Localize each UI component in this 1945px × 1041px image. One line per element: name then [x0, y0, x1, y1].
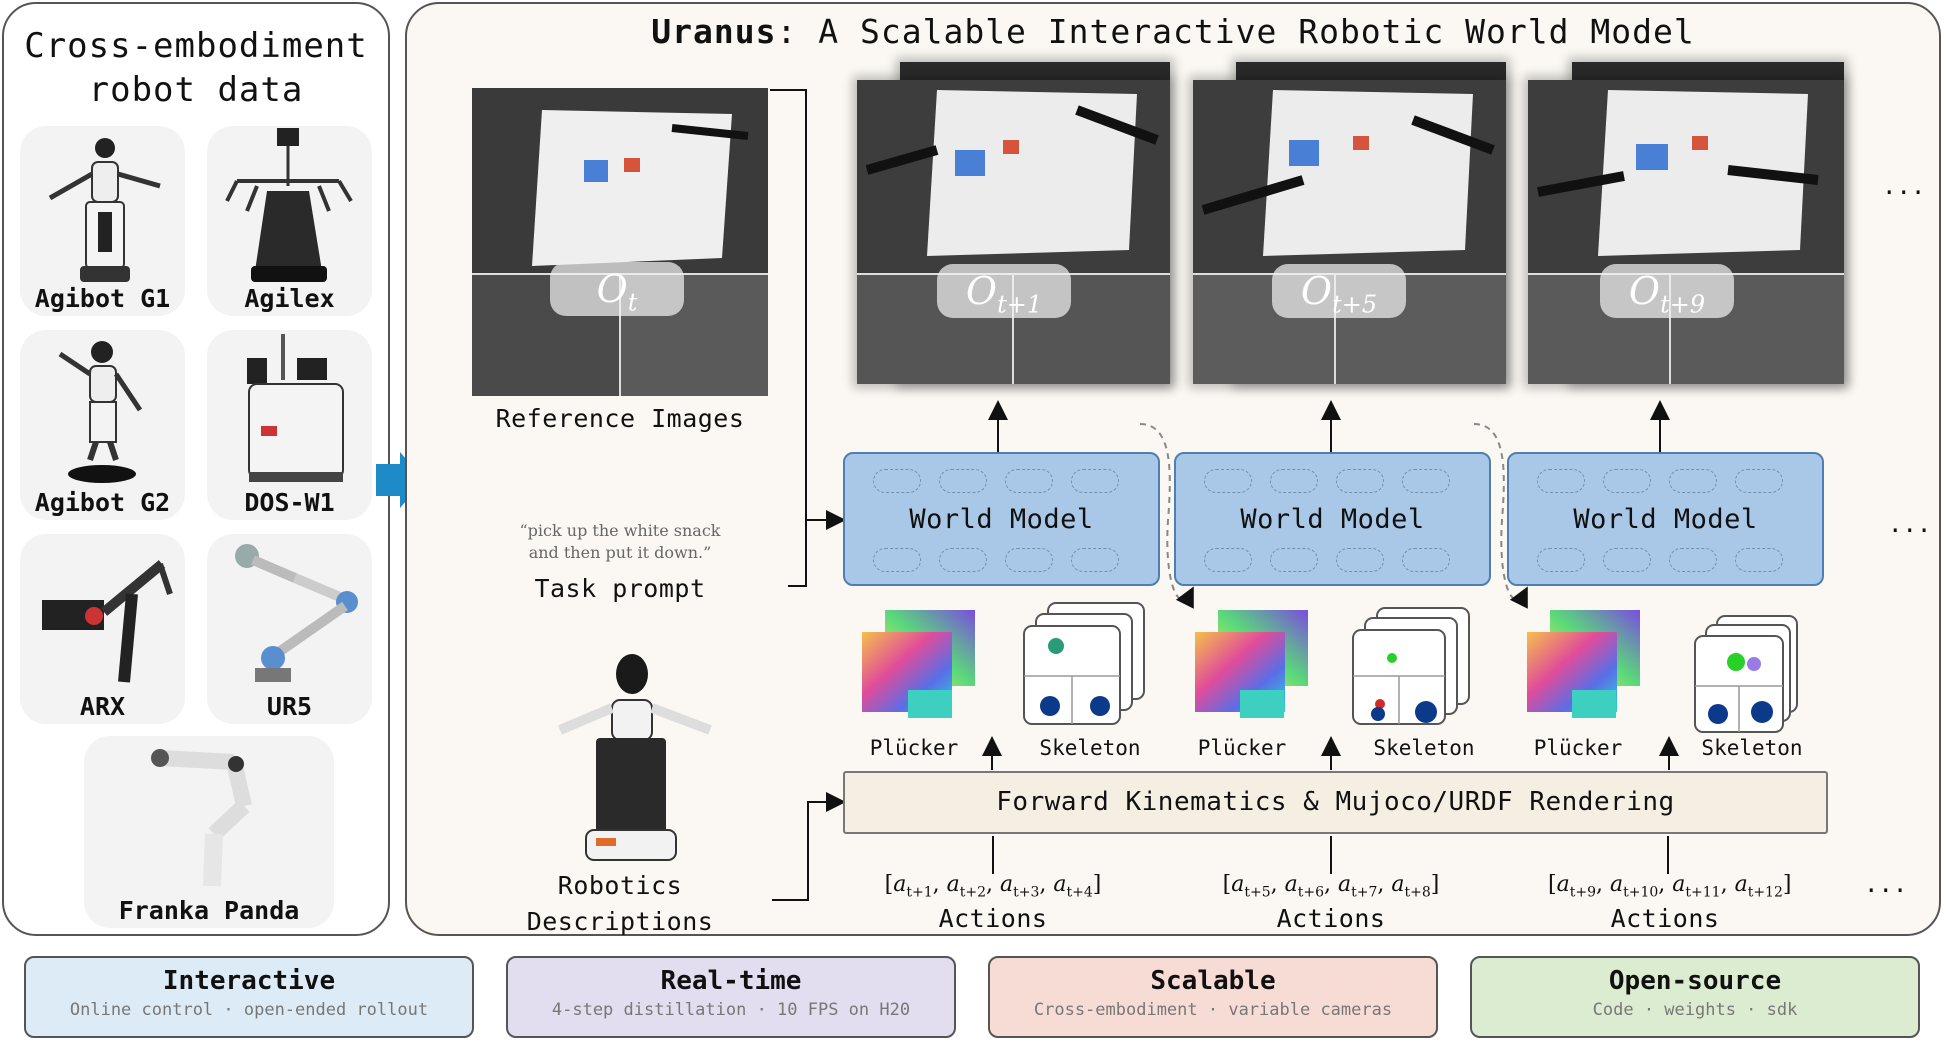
- plucker-label: Plücker: [1533, 736, 1623, 760]
- robot-description-image: [558, 654, 712, 861]
- predicted-frame-9: [1528, 80, 1844, 384]
- plucker-thumbnail-1: [862, 610, 975, 718]
- reference-image: [472, 88, 768, 396]
- frames-ellipsis: ...: [1882, 172, 1926, 200]
- plucker-label: Plücker: [869, 736, 959, 760]
- action-sequence-2: [at+5, at+6, at+7, at+8]: [1222, 872, 1440, 901]
- robot-label: Agibot G1: [34, 284, 171, 313]
- robot-agilex-image: [225, 128, 353, 282]
- forward-kinematics-label: Forward Kinematics & Mujoco/URDF Renderi…: [996, 787, 1675, 817]
- world-model-block-1: World Model: [843, 452, 1160, 586]
- observation-label: Ot+1: [937, 264, 1071, 319]
- robot-card-ur5: UR5: [207, 534, 372, 724]
- robot-franka-image: [151, 749, 252, 887]
- feature-title: Open-source: [1608, 966, 1782, 996]
- robot-card-dos-w1: DOS-W1: [207, 330, 372, 520]
- feature-title: Interactive: [162, 966, 336, 996]
- robot-agibot-g1-image: [48, 138, 161, 282]
- robot-card-agibot-g2: Agibot G2: [20, 330, 185, 520]
- skeleton-thumbnail-1: [1023, 602, 1145, 725]
- feature-subtitle: Cross-embodiment · variable cameras: [1033, 1000, 1393, 1020]
- feature-subtitle: 4-step distillation · 10 FPS on H20: [551, 1000, 911, 1020]
- robot-card-agilex: Agilex: [207, 126, 372, 316]
- plucker-label: Plücker: [1197, 736, 1287, 760]
- feature-card-scalable: Scalable Cross-embodiment · variable cam…: [988, 956, 1438, 1038]
- observation-label: Ot+5: [1272, 264, 1406, 319]
- plucker-thumbnail-3: [1527, 610, 1640, 718]
- feature-card-realtime: Real-time 4-step distillation · 10 FPS o…: [506, 956, 956, 1038]
- robot-card-agibot-g1: Agibot G1: [20, 126, 185, 316]
- world-model-block-2: World Model: [1174, 452, 1491, 586]
- reference-image-scene: [472, 88, 768, 396]
- left-panel-title: Cross-embodiment robot data: [24, 26, 368, 110]
- skeleton-thumbnail-3: [1694, 615, 1798, 733]
- robot-label: DOS-W1: [244, 488, 335, 517]
- world-model-label: World Model: [1240, 504, 1425, 535]
- skeleton-label: Skeleton: [1701, 736, 1803, 760]
- skeleton-label: Skeleton: [1373, 736, 1475, 760]
- feature-subtitle: Online control · open-ended rollout: [69, 1000, 429, 1020]
- robot-card-franka: Franka Panda: [84, 736, 334, 928]
- robot-label: Agilex: [244, 284, 335, 313]
- action-sequence-3: [at+9, at+10, at+11, at+12]: [1548, 872, 1792, 901]
- reference-images-label: Reference Images: [495, 404, 745, 433]
- robot-label: ARX: [79, 692, 126, 721]
- task-prompt-label: Task prompt: [534, 574, 706, 603]
- robot-arx-image: [42, 560, 173, 683]
- world-model-block-3: World Model: [1507, 452, 1824, 586]
- feature-card-open-source: Open-source Code · weights · sdk: [1470, 956, 1920, 1038]
- predicted-frame-9-scene: [1528, 80, 1844, 384]
- skeleton-thumbnail-2: [1352, 607, 1470, 725]
- robot-ur5-image: [235, 544, 358, 682]
- action-sequence-1: [at+1, at+2, at+3, at+4]: [884, 872, 1102, 901]
- robot-card-arx: ARX: [20, 534, 185, 724]
- task-prompt-quote: “pick up the white snack and then put it…: [519, 521, 721, 562]
- actions-label: Actions: [1276, 904, 1386, 933]
- robot-dos-w1-image: [247, 334, 344, 482]
- observation-label: Ot: [550, 262, 684, 317]
- feature-title: Real-time: [660, 966, 802, 996]
- actions-label: Actions: [938, 904, 1048, 933]
- feature-title: Scalable: [1150, 966, 1276, 996]
- actions-ellipsis: ...: [1864, 870, 1908, 898]
- predicted-frame-5: [1193, 80, 1506, 384]
- world-model-label: World Model: [909, 504, 1094, 535]
- feature-card-interactive: Interactive Online control · open-ended …: [24, 956, 474, 1038]
- world-model-ellipsis: ...: [1888, 510, 1932, 538]
- robot-label: Agibot G2: [34, 488, 171, 517]
- robotics-descriptions-label: Robotics Descriptions: [526, 871, 714, 936]
- feature-subtitle: Code · weights · sdk: [1592, 1000, 1798, 1020]
- observation-label: Ot+9: [1600, 264, 1734, 319]
- robot-label: Franka Panda: [118, 896, 300, 925]
- actions-label: Actions: [1610, 904, 1720, 933]
- robot-label: UR5: [266, 692, 313, 721]
- plucker-thumbnail-2: [1195, 610, 1308, 718]
- main-title: Uranus: A Scalable Interactive Robotic W…: [651, 12, 1695, 51]
- skeleton-label: Skeleton: [1039, 736, 1141, 760]
- world-model-label: World Model: [1573, 504, 1758, 535]
- robot-agibot-g2-image: [58, 341, 143, 483]
- forward-kinematics-block: Forward Kinematics & Mujoco/URDF Renderi…: [843, 771, 1828, 834]
